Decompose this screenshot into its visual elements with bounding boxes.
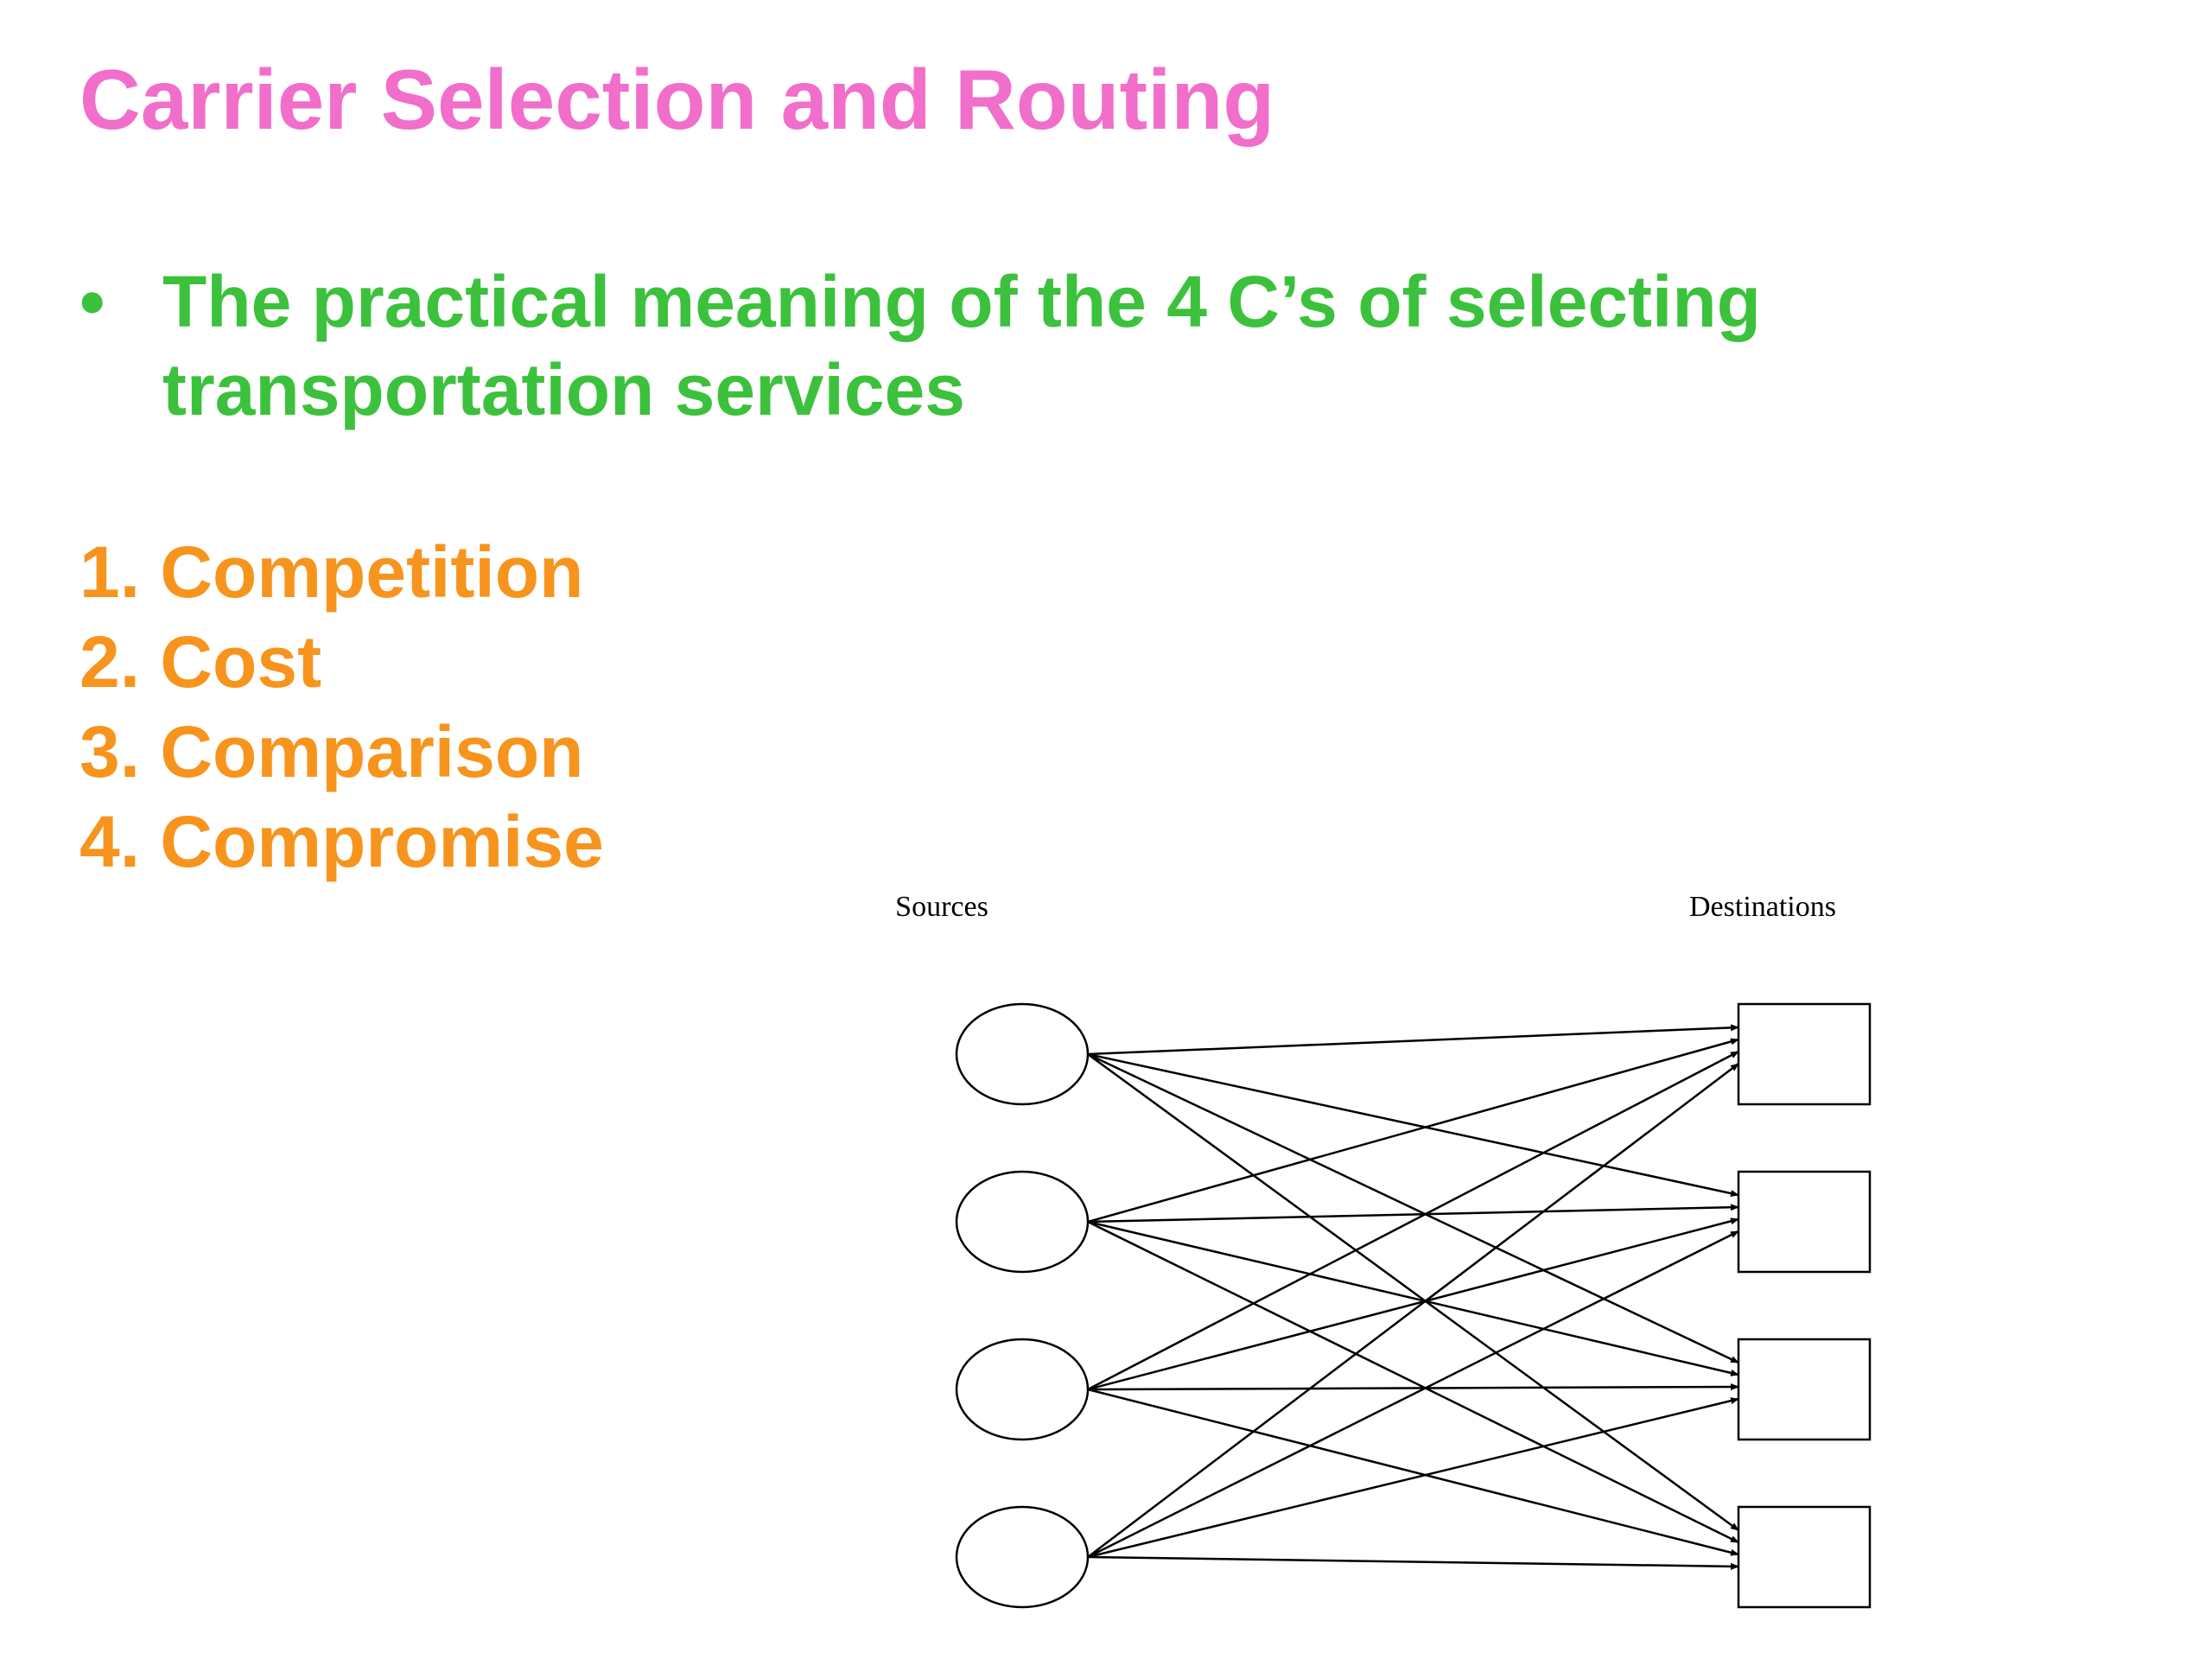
source-node-1	[955, 1002, 1090, 1106]
route-arrow-2-to-1	[1087, 1038, 1739, 1224]
route-arrow-2-to-2	[1087, 1204, 1739, 1224]
route-arrow-3-to-1	[1087, 1050, 1739, 1391]
sources-label: Sources	[895, 891, 988, 923]
route-arrow-1-to-2	[1087, 1052, 1739, 1198]
slide-title: Carrier Selection and Routing	[79, 52, 1275, 147]
destination-node-3	[1737, 1338, 1872, 1441]
list-item-competition: 1. Competition	[79, 531, 584, 613]
route-arrow-1-to-3	[1087, 1052, 1739, 1364]
route-arrow-2-to-4	[1087, 1220, 1739, 1544]
list-item-comparison: 3. Comparison	[79, 711, 584, 792]
destination-node-1	[1737, 1002, 1872, 1106]
route-arrow-3-to-2	[1087, 1217, 1739, 1391]
route-arrow-1-to-1	[1087, 1024, 1739, 1056]
destination-node-4	[1737, 1505, 1872, 1609]
route-arrow-2-to-3	[1087, 1220, 1739, 1376]
route-arrow-4-to-2	[1087, 1230, 1739, 1559]
source-node-4	[955, 1505, 1090, 1609]
destinations-label: Destinations	[1689, 891, 1836, 923]
route-arrow-4-to-3	[1087, 1397, 1739, 1559]
route-arrow-3-to-4	[1087, 1388, 1739, 1556]
bullet-marker: •	[79, 261, 105, 342]
nodes-layer	[955, 1002, 1872, 1609]
arrows-layer	[1087, 1024, 1739, 1570]
bullet-text: The practical meaning of the 4 C’s of se…	[162, 261, 1761, 430]
route-arrow-4-to-4	[1087, 1555, 1739, 1570]
list-item-compromise: 4. Compromise	[79, 801, 604, 882]
four-cs-list: 1. Competition 2. Cost 3. Comparison 4. …	[79, 527, 604, 887]
route-arrow-1-to-4	[1087, 1052, 1739, 1532]
source-node-2	[955, 1170, 1090, 1274]
route-arrow-4-to-1	[1087, 1063, 1739, 1558]
route-arrow-3-to-3	[1087, 1383, 1739, 1391]
list-item-cost: 2. Cost	[79, 621, 322, 702]
destination-node-2	[1737, 1170, 1872, 1274]
source-node-3	[955, 1338, 1090, 1441]
